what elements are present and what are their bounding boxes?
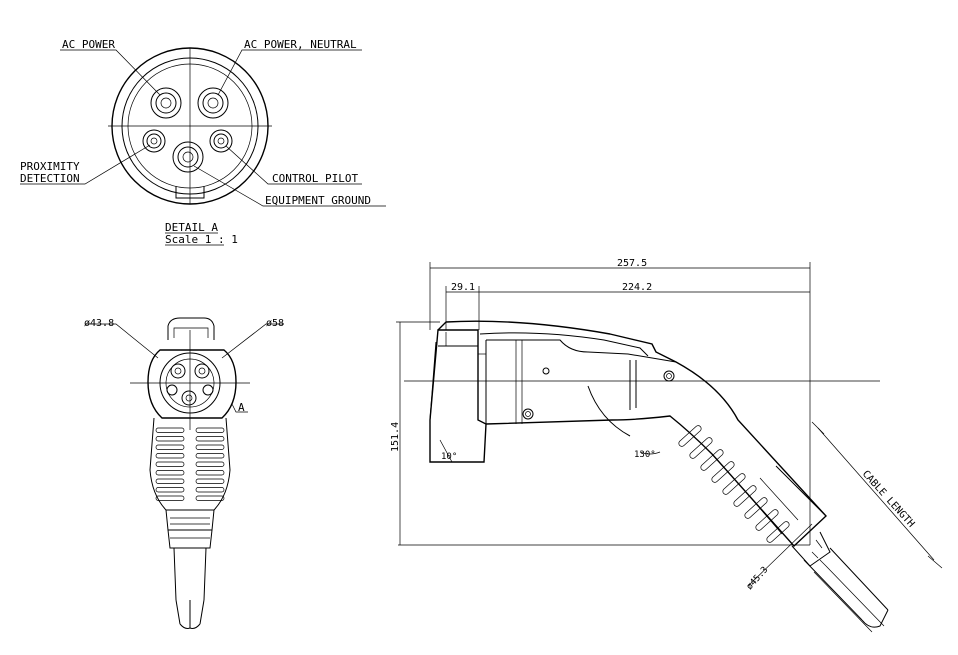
grip-slot — [195, 478, 225, 484]
detail-title: DETAIL A — [165, 221, 218, 234]
pin-control-pilot — [209, 129, 233, 153]
grip-slot — [195, 436, 225, 442]
label-proximity-2: DETECTION — [20, 172, 80, 185]
grip-slot — [689, 437, 713, 459]
pin-ac-power — [150, 87, 182, 119]
side-view: 257.5 29.1 224.2 151.4 10° 130° — [390, 258, 943, 633]
grip-slot — [195, 470, 225, 476]
grip-slot — [195, 495, 225, 501]
front-grip — [149, 417, 231, 511]
label-equipment-ground: EQUIPMENT GROUND — [265, 194, 371, 207]
pin-ground — [172, 141, 204, 173]
side-body — [437, 320, 827, 548]
grip-slot — [155, 478, 185, 484]
grip-slot — [155, 427, 185, 433]
front-detail-ref: A — [238, 401, 245, 414]
label-control-pilot: CONTROL PILOT — [272, 172, 358, 185]
pin-ac-neutral — [197, 87, 229, 119]
angle-body: 130° — [634, 450, 656, 460]
grip-slot — [678, 425, 702, 447]
pin-proximity — [142, 129, 166, 153]
detail-scale: Scale 1 : 1 — [165, 233, 238, 246]
dim-overall-length: 257.5 — [617, 258, 647, 269]
front-dia-right: ø58 — [266, 318, 284, 329]
front-view: ø43.8 ø58 A — [84, 317, 284, 629]
grip-slot — [155, 436, 185, 442]
dim-nose-length: 29.1 — [451, 282, 475, 293]
dim-cable-dia: ø45.3 — [745, 565, 771, 592]
side-cable — [803, 547, 889, 621]
grip-slot — [755, 509, 779, 531]
front-grip-slots — [155, 427, 225, 501]
detail-a-view: AC POWER AC POWER, NEUTRAL PROXIMITY DET… — [20, 38, 386, 246]
grip-slot — [155, 461, 185, 467]
angle-nose: 10° — [441, 452, 457, 462]
grip-slot — [155, 444, 185, 450]
grip-slot — [700, 449, 724, 471]
label-ac-neutral: AC POWER, NEUTRAL — [244, 38, 357, 51]
front-head-outline — [147, 349, 237, 419]
grip-slot — [155, 487, 185, 493]
grip-slot — [722, 473, 746, 495]
grip-slot — [195, 453, 225, 459]
side-nose — [429, 329, 487, 463]
dim-height: 151.4 — [390, 422, 401, 452]
grip-slot — [711, 461, 735, 483]
front-dia-left: ø43.8 — [84, 318, 114, 329]
grip-slot — [195, 461, 225, 467]
grip-slot — [744, 497, 768, 519]
front-latch — [167, 317, 215, 340]
grip-slot — [155, 495, 185, 501]
side-grip-slots — [678, 425, 790, 543]
grip-slot — [195, 444, 225, 450]
dim-body-length: 224.2 — [622, 282, 652, 293]
grip-slot — [766, 521, 790, 543]
grip-slot — [195, 487, 225, 493]
grip-slot — [733, 485, 757, 507]
grip-slot — [155, 470, 185, 476]
grip-slot — [155, 453, 185, 459]
label-ac-power: AC POWER — [62, 38, 115, 51]
dim-cable-length: CABLE LENGTH — [860, 469, 917, 530]
front-cable — [173, 547, 207, 601]
label-proximity-1: PROXIMITY — [20, 160, 80, 173]
grip-slot — [195, 427, 225, 433]
